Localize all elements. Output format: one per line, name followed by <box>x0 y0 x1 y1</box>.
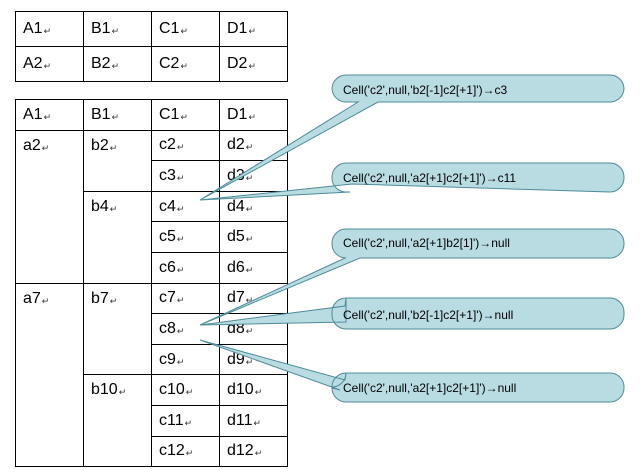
table-cell: C1↵ <box>151 11 220 47</box>
group-b-cell: b2↵ <box>83 129 152 192</box>
d-cell: d10↵ <box>219 374 288 406</box>
d-cell: d6↵ <box>219 251 288 284</box>
table-cell: A2↵ <box>15 46 84 82</box>
c-cell: c3↵ <box>151 160 220 192</box>
table-cell: D1↵ <box>219 11 288 47</box>
table-row: a7↵ b7↵ c7↵ d7↵ <box>15 282 288 468</box>
d-cell: d3↵ <box>219 160 288 192</box>
header-cell: A1↵ <box>15 99 84 131</box>
callout-text: Cell('c2',null,'b2[-1]c2[+1]')→null <box>343 308 513 322</box>
c-cell: c12↵ <box>151 435 220 468</box>
callout-text: Cell('c2',null,'a2[+1]c2[+1]')→null <box>343 381 516 395</box>
table-header-row: A1↵ B1↵ C1↵ D1↵ <box>15 99 288 131</box>
callout-text: Cell('c2',null,'a2[+1]b2[1]')→null <box>343 236 510 250</box>
table-cell: A1↵ <box>15 11 84 47</box>
header-cell: C1↵ <box>151 99 220 131</box>
grouped-report-table: A1↵ B1↵ C1↵ D1↵ a2↵ b2↵ c2↵ d2↵ c3↵ d3↵ … <box>15 99 288 468</box>
table-row: A2↵ B2↵ C2↵ D2↵ <box>15 46 288 82</box>
c-cell: c11↵ <box>151 404 220 437</box>
table-row: A1↵ B1↵ C1↵ D1↵ <box>15 11 288 47</box>
c-cell: c5↵ <box>151 221 220 253</box>
d-cell: d9↵ <box>219 343 288 376</box>
c-cell: c10↵ <box>151 374 220 406</box>
c-cell: c8↵ <box>151 313 220 345</box>
c-cell: c9↵ <box>151 343 220 376</box>
callout-text: Cell('c2',null,'a2[+1]c2[+1]')→c11 <box>343 171 516 185</box>
d-cell: d2↵ <box>219 129 288 162</box>
group-b-cell: b4↵ <box>83 190 152 284</box>
d-cell: d11↵ <box>219 404 288 437</box>
table-row: c11↵ d11↵ <box>16 404 288 437</box>
d-cell: d4↵ <box>219 190 288 223</box>
d-cell: d7↵ <box>219 282 288 315</box>
c-cell: c2↵ <box>151 129 220 162</box>
c-cell: c4↵ <box>151 190 220 223</box>
table-row: a2↵ b2↵ c2↵ d2↵ <box>15 129 288 284</box>
c-cell: c6↵ <box>151 251 220 284</box>
table-cell: C2↵ <box>151 46 220 82</box>
reference-table: A1↵ B1↵ C1↵ D1↵ A2↵ B2↵ C2↵ D2↵ <box>15 11 288 82</box>
table-row: c12↵ d12↵ <box>16 435 288 468</box>
c-cell: c7↵ <box>151 282 220 315</box>
group-b-cell: b10↵ <box>83 374 152 468</box>
d-cell: d12↵ <box>219 435 288 468</box>
group-a-cell: a7↵ <box>15 282 84 468</box>
header-cell: D1↵ <box>219 99 288 131</box>
group-a-cell: a2↵ <box>15 129 84 284</box>
d-cell: d5↵ <box>219 221 288 253</box>
table-cell: D2↵ <box>219 46 288 82</box>
d-cell: d8↵ <box>219 313 288 345</box>
callout-text: Cell('c2',null,'b2[-1]c2[+1]')→c3 <box>343 83 508 97</box>
header-cell: B1↵ <box>83 99 152 131</box>
table-cell: B1↵ <box>83 11 152 47</box>
table-cell: B2↵ <box>83 46 152 82</box>
group-b-cell: b7↵ <box>83 282 152 376</box>
